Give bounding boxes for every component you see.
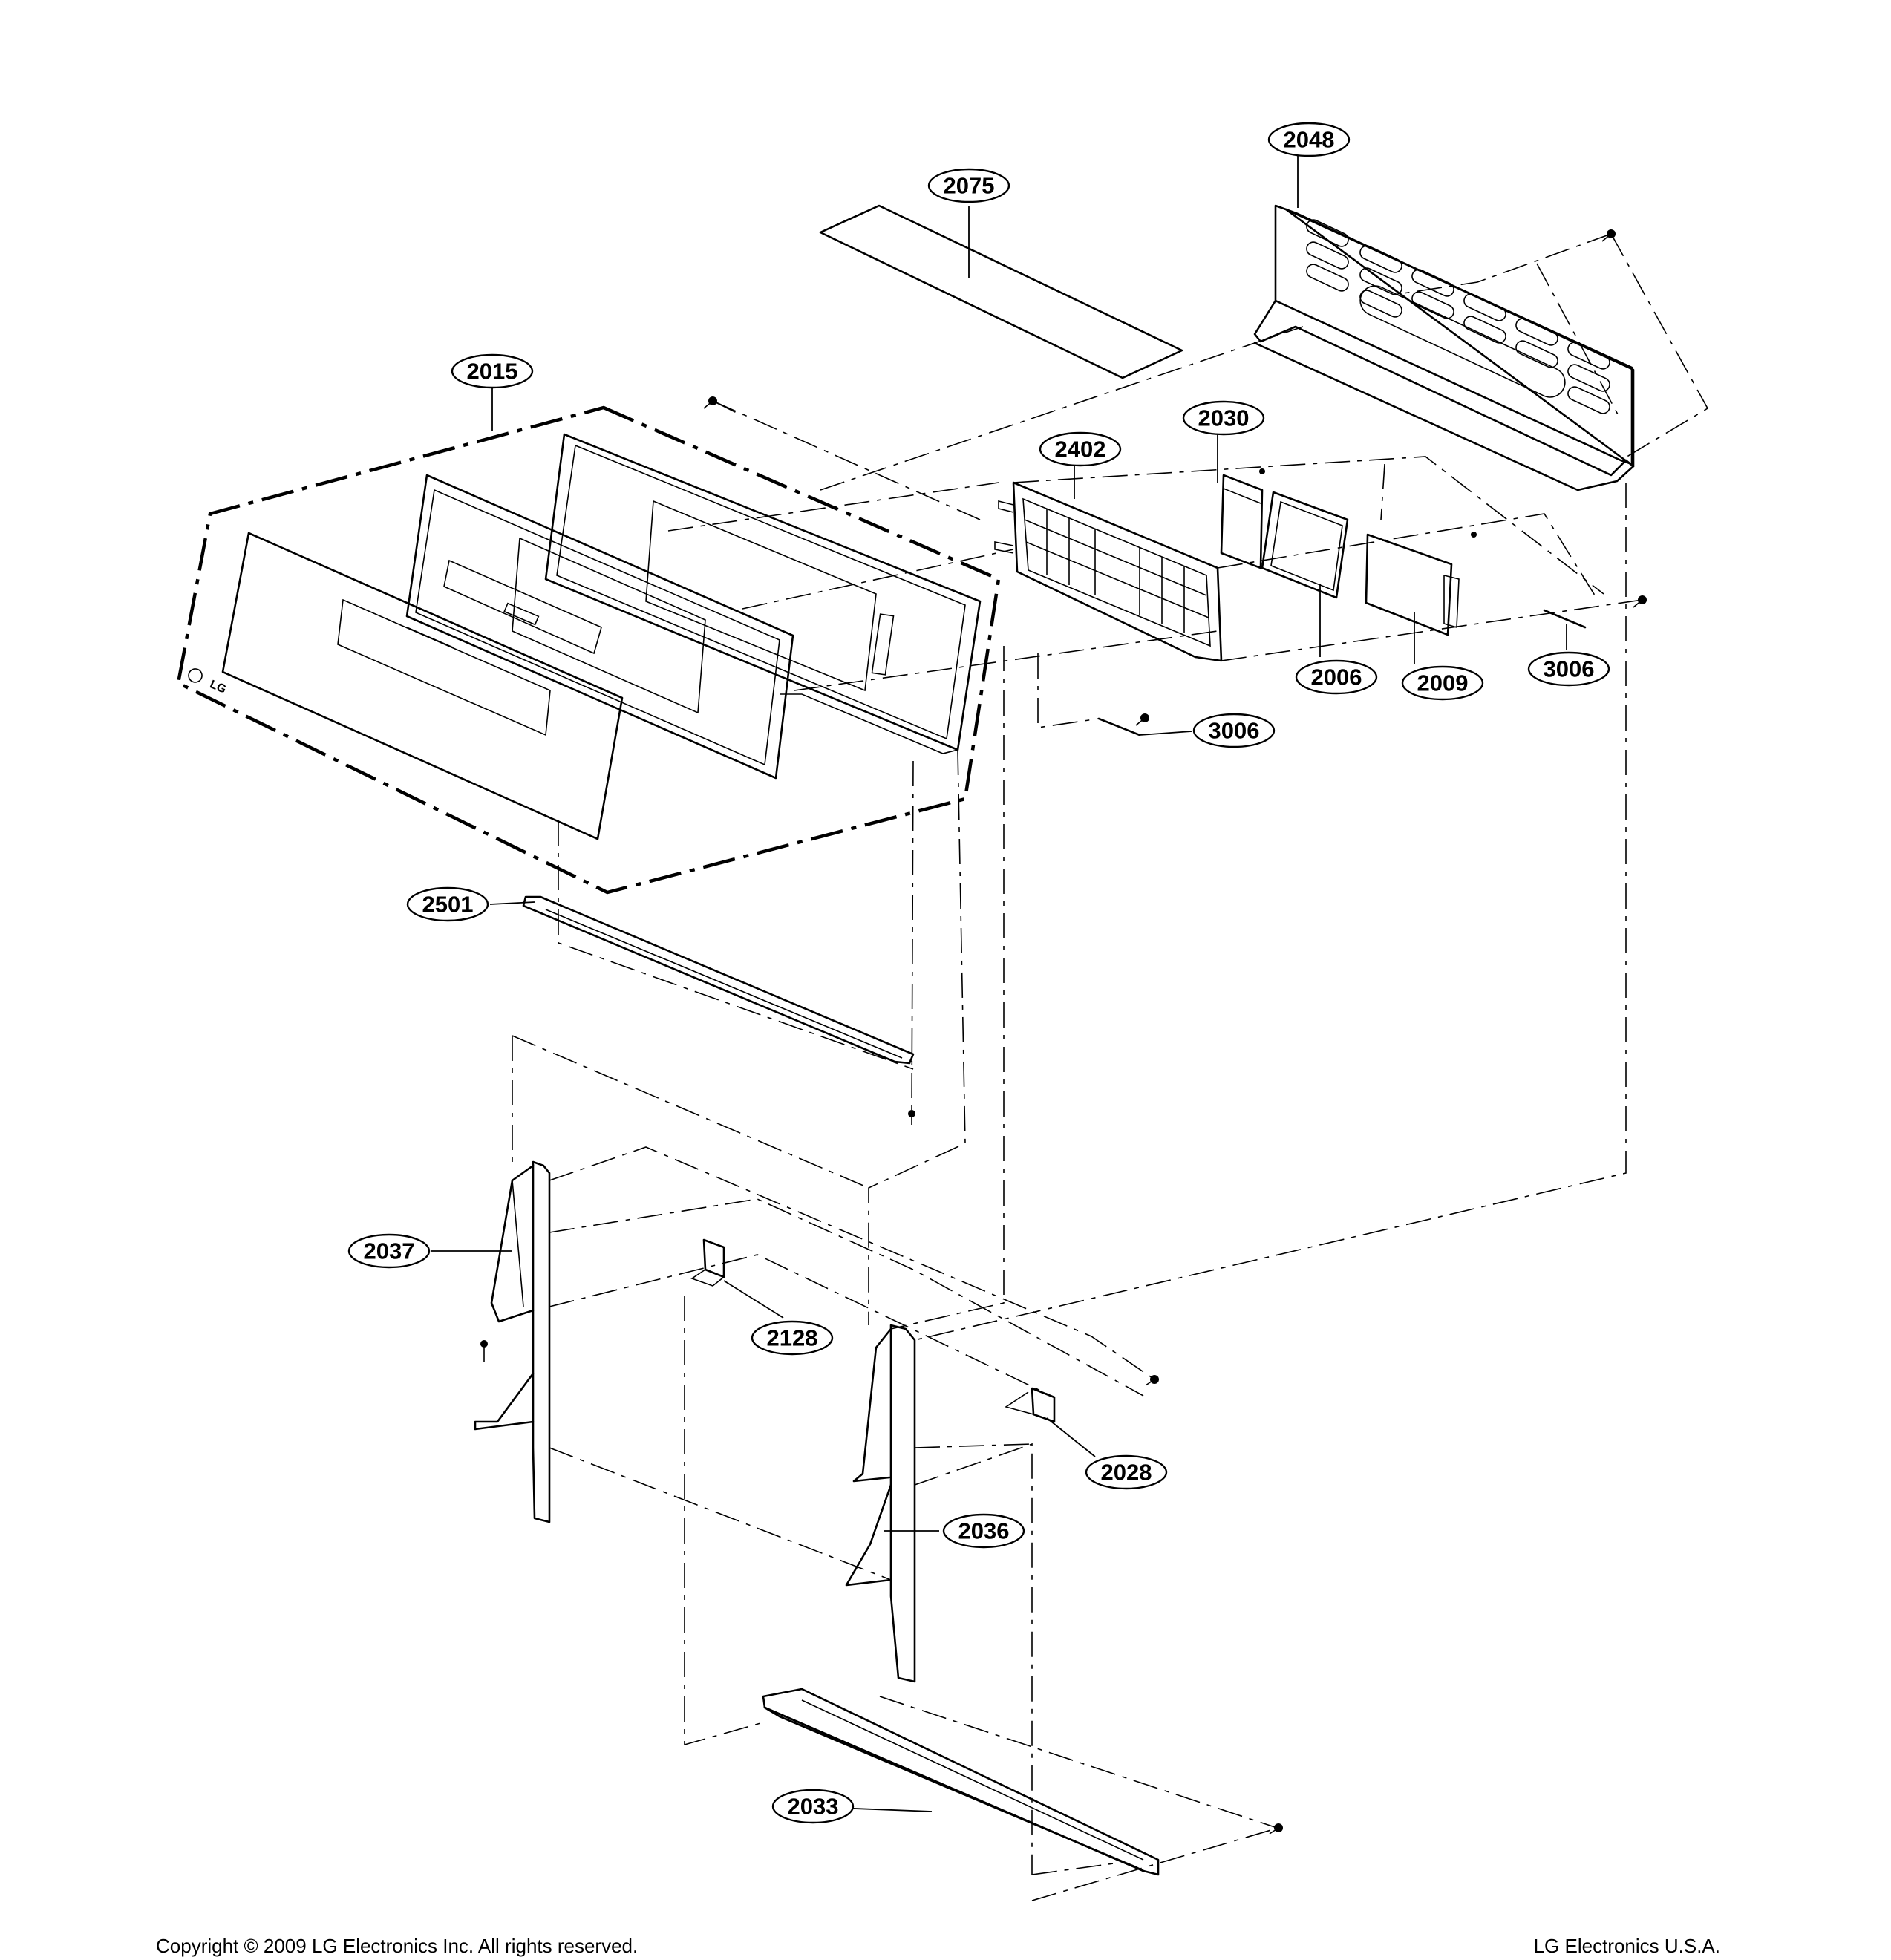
part-2048-rear-panel bbox=[1253, 204, 1635, 491]
callout-2402[interactable]: 2402 bbox=[1039, 431, 1122, 467]
svg-text:2048: 2048 bbox=[1284, 127, 1335, 153]
part-2030-pcb bbox=[1220, 474, 1264, 569]
svg-text:2128: 2128 bbox=[767, 1325, 818, 1351]
part-2006-module bbox=[1261, 491, 1349, 599]
callout-2501[interactable]: 2501 bbox=[406, 886, 489, 922]
part-2009-module bbox=[1365, 533, 1460, 636]
svg-text:2028: 2028 bbox=[1101, 1460, 1152, 1486]
svg-text:2037: 2037 bbox=[364, 1238, 415, 1264]
leader-lines bbox=[431, 154, 1567, 1812]
callout-2030[interactable]: 2030 bbox=[1182, 400, 1265, 436]
svg-text:2075: 2075 bbox=[944, 173, 995, 199]
brand-notice: LG Electronics U.S.A. bbox=[1533, 1935, 1720, 1957]
svg-text:2501: 2501 bbox=[422, 892, 474, 918]
callouts: 2048 2075 2015 2030 2402 2006 2009 3006 … bbox=[347, 122, 1610, 1824]
callout-2075[interactable]: 2075 bbox=[927, 168, 1010, 203]
svg-text:2402: 2402 bbox=[1055, 437, 1106, 463]
screw-icon bbox=[1269, 1823, 1283, 1835]
part-2036-right-bracket bbox=[845, 1324, 916, 1683]
screw-icon bbox=[908, 1110, 915, 1125]
svg-text:2009: 2009 bbox=[1417, 670, 1469, 696]
callout-2028[interactable]: 2028 bbox=[1085, 1454, 1168, 1490]
part-2075-top-sheet bbox=[819, 204, 1183, 379]
svg-text:3006: 3006 bbox=[1209, 718, 1260, 744]
svg-text:2006: 2006 bbox=[1311, 664, 1362, 690]
screw-icon bbox=[1259, 468, 1265, 474]
part-2501-trim-strip bbox=[522, 895, 915, 1065]
part-2037-left-bracket bbox=[474, 1160, 551, 1523]
callout-3006-right[interactable]: 3006 bbox=[1527, 651, 1610, 687]
callout-2036[interactable]: 2036 bbox=[942, 1513, 1025, 1549]
callout-2048[interactable]: 2048 bbox=[1267, 122, 1351, 157]
callout-2009[interactable]: 2009 bbox=[1401, 665, 1484, 701]
part-2033-bottom-channel bbox=[762, 1688, 1160, 1876]
screw-icon bbox=[1145, 1375, 1159, 1386]
callout-3006-left[interactable]: 3006 bbox=[1192, 713, 1276, 748]
callout-2037[interactable]: 2037 bbox=[347, 1233, 431, 1269]
lg-logo-text: LG bbox=[208, 678, 228, 696]
part-2128-clip bbox=[690, 1238, 725, 1287]
copyright-notice: Copyright © 2009 LG Electronics Inc. All… bbox=[156, 1935, 639, 1957]
screw-icon bbox=[1471, 532, 1477, 538]
callout-2015[interactable]: 2015 bbox=[451, 353, 534, 389]
callout-2033[interactable]: 2033 bbox=[771, 1788, 855, 1824]
svg-text:2036: 2036 bbox=[958, 1518, 1010, 1544]
part-3006-rod-left bbox=[1097, 717, 1141, 736]
svg-text:3006: 3006 bbox=[1544, 656, 1595, 682]
svg-text:2030: 2030 bbox=[1198, 405, 1250, 431]
screw-icon bbox=[480, 1340, 488, 1362]
part-2402-frame-bracket bbox=[994, 481, 1223, 662]
screw-icon bbox=[1135, 713, 1149, 726]
callout-2128[interactable]: 2128 bbox=[751, 1320, 834, 1356]
part-2015-control-panel-assembly: LG bbox=[176, 405, 1001, 895]
svg-text:2015: 2015 bbox=[467, 359, 518, 385]
callout-2006[interactable]: 2006 bbox=[1295, 659, 1378, 695]
svg-text:2033: 2033 bbox=[788, 1794, 839, 1820]
assembly-lines bbox=[512, 233, 1709, 1901]
